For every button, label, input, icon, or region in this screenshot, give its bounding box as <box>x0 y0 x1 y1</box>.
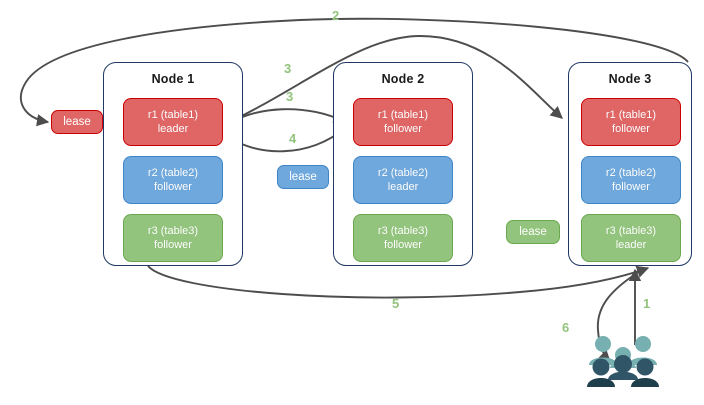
edge-label-3-upper: 3 <box>284 61 292 76</box>
replica-r3-node1[interactable]: r3 (table3) follower <box>123 214 223 262</box>
replica-r3-node2[interactable]: r3 (table3) follower <box>353 214 453 262</box>
replica-role: leader <box>387 181 419 193</box>
replica-role: follower <box>154 181 192 193</box>
edge-3-upper-path <box>220 35 563 127</box>
edge-label-1: 1 <box>643 296 651 311</box>
edge-label-6: 6 <box>562 320 570 335</box>
replica-name: r1 (table1) <box>377 109 429 121</box>
replica-name: r3 (table3) <box>605 225 657 237</box>
replica-name: r2 (table2) <box>147 167 199 179</box>
replica-r3-node3[interactable]: r3 (table3) leader <box>581 214 681 262</box>
replica-r1-node1[interactable]: r1 (table1) leader <box>123 98 223 146</box>
replica-name: r2 (table2) <box>605 167 657 179</box>
clients-people-icon <box>587 336 659 387</box>
replica-r1-node3[interactable]: r1 (table1) follower <box>581 98 681 146</box>
replica-role: leader <box>615 239 647 251</box>
replica-r1-node2[interactable]: r1 (table1) follower <box>353 98 453 146</box>
lease-box-blue[interactable]: lease <box>277 165 329 189</box>
edge-6-path <box>596 267 646 363</box>
replica-role: leader <box>157 123 189 135</box>
node-box-3[interactable]: Node 3 r1 (table1) follower r2 (table2) … <box>568 62 692 266</box>
replica-name: r3 (table3) <box>377 225 429 237</box>
replica-role: follower <box>384 239 422 251</box>
replica-role: follower <box>154 239 192 251</box>
replica-r2-node1[interactable]: r2 (table2) follower <box>123 156 223 204</box>
node-title: Node 1 <box>151 72 195 86</box>
replica-name: r2 (table2) <box>377 167 429 179</box>
lease-box-red[interactable]: lease <box>51 110 103 134</box>
replica-role: follower <box>612 123 650 135</box>
replica-role: follower <box>612 181 650 193</box>
node-title: Node 3 <box>608 72 652 86</box>
node-box-2[interactable]: Node 2 r1 (table1) follower r2 (table2) … <box>333 62 473 266</box>
replica-role: follower <box>384 123 422 135</box>
lease-box-green[interactable]: lease <box>506 220 560 244</box>
replica-name: r1 (table1) <box>605 109 657 121</box>
edge-label-4: 4 <box>289 131 297 146</box>
edge-label-2: 2 <box>332 8 340 23</box>
node-box-1[interactable]: Node 1 r1 (table1) leader r2 (table2) fo… <box>103 62 243 266</box>
replica-r2-node2[interactable]: r2 (table2) leader <box>353 156 453 204</box>
replica-name: r1 (table1) <box>147 109 199 121</box>
edge-5-path <box>147 265 650 299</box>
replica-name: r3 (table3) <box>147 225 199 237</box>
edge-label-3-lower: 3 <box>286 89 294 104</box>
edge-label-5: 5 <box>392 296 400 311</box>
node-title: Node 2 <box>381 72 425 86</box>
edge-2-path <box>20 17 689 127</box>
replica-r2-node3[interactable]: r2 (table2) follower <box>581 156 681 204</box>
